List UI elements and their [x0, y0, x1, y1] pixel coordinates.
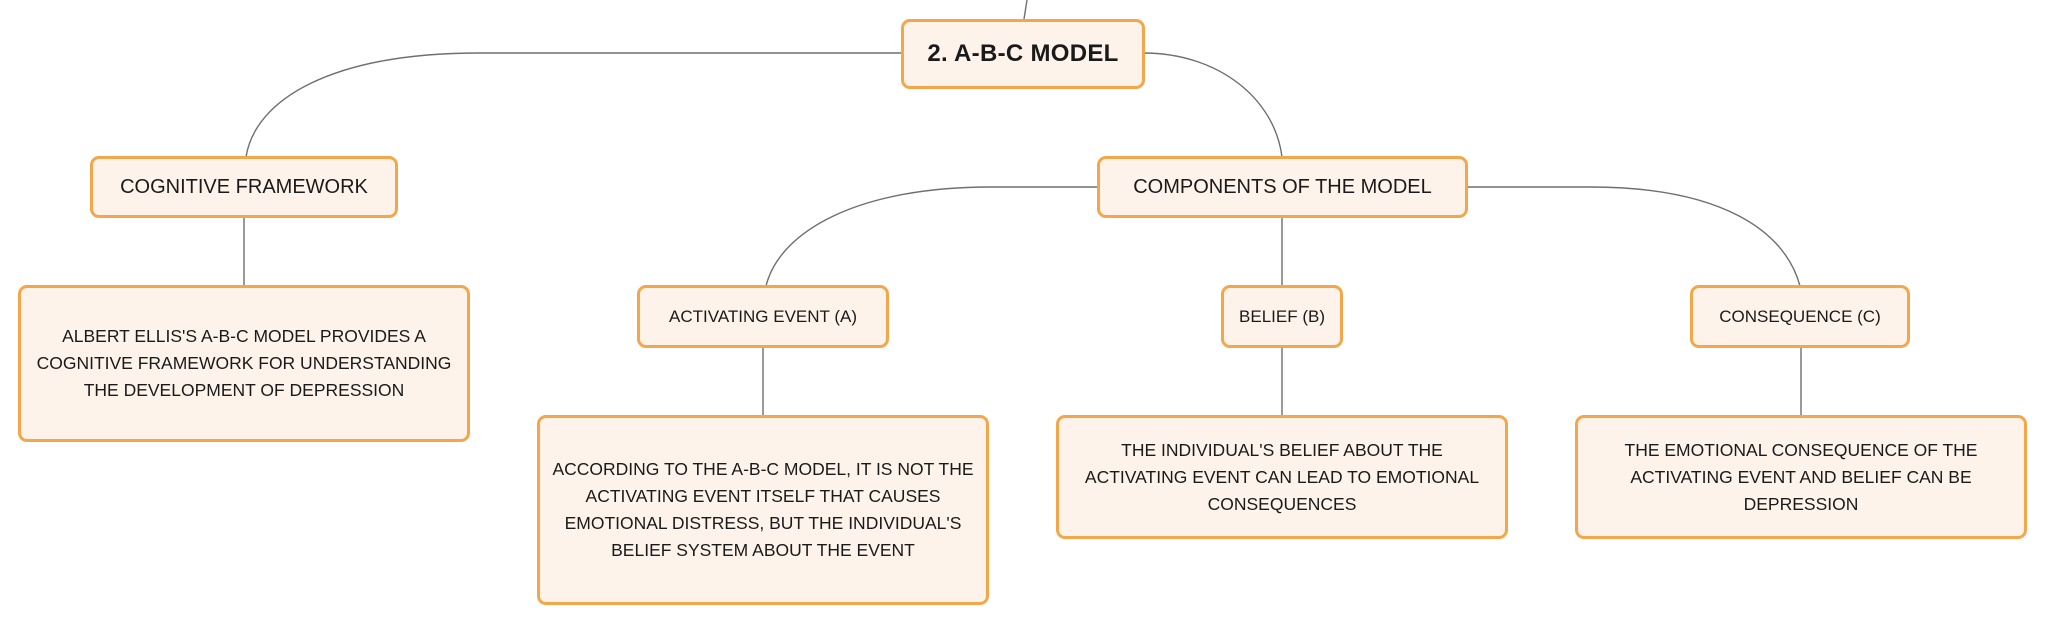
- activating-event-node[interactable]: ACTIVATING EVENT (A): [637, 285, 889, 348]
- consequence-detail-node[interactable]: THE EMOTIONAL CONSEQUENCE OF THE ACTIVAT…: [1575, 415, 2027, 539]
- belief-node[interactable]: BELIEF (B): [1221, 285, 1343, 348]
- connector-components-consequence: [1468, 186, 1801, 287]
- activating-event-detail-text: ACCORDING TO THE A-B-C MODEL, IT IS NOT …: [552, 459, 974, 560]
- activating-event-label: ACTIVATING EVENT (A): [669, 306, 857, 326]
- belief-detail-text: THE INDIVIDUAL'S BELIEF ABOUT THE ACTIVA…: [1084, 439, 1480, 514]
- connector-from-above: [1023, 0, 1028, 20]
- consequence-detail-text: THE EMOTIONAL CONSEQUENCE OF THE ACTIVAT…: [1624, 439, 1978, 514]
- activating-event-detail-node[interactable]: ACCORDING TO THE A-B-C MODEL, IT IS NOT …: [537, 415, 989, 605]
- belief-label: BELIEF (B): [1239, 306, 1325, 326]
- connector-root-components: [1142, 52, 1283, 158]
- root-node[interactable]: 2. A-B-C MODEL: [901, 19, 1145, 89]
- consequence-node[interactable]: CONSEQUENCE (C): [1690, 285, 1910, 348]
- cognitive-framework-label: COGNITIVE FRAMEWORK: [120, 175, 368, 198]
- components-node[interactable]: COMPONENTS OF THE MODEL: [1097, 156, 1468, 218]
- cognitive-framework-node[interactable]: COGNITIVE FRAMEWORK: [90, 156, 398, 218]
- belief-detail-node[interactable]: THE INDIVIDUAL'S BELIEF ABOUT THE ACTIVA…: [1056, 415, 1508, 539]
- connector-root-cognitive: [245, 52, 902, 158]
- consequence-label: CONSEQUENCE (C): [1719, 306, 1881, 326]
- cognitive-framework-detail-text: ALBERT ELLIS'S A-B-C MODEL PROVIDES A CO…: [36, 326, 452, 400]
- root-node-label: 2. A-B-C MODEL: [927, 40, 1119, 67]
- connector-components-activating: [765, 186, 1097, 287]
- components-label: COMPONENTS OF THE MODEL: [1133, 175, 1432, 198]
- cognitive-framework-detail-node[interactable]: ALBERT ELLIS'S A-B-C MODEL PROVIDES A CO…: [18, 285, 470, 442]
